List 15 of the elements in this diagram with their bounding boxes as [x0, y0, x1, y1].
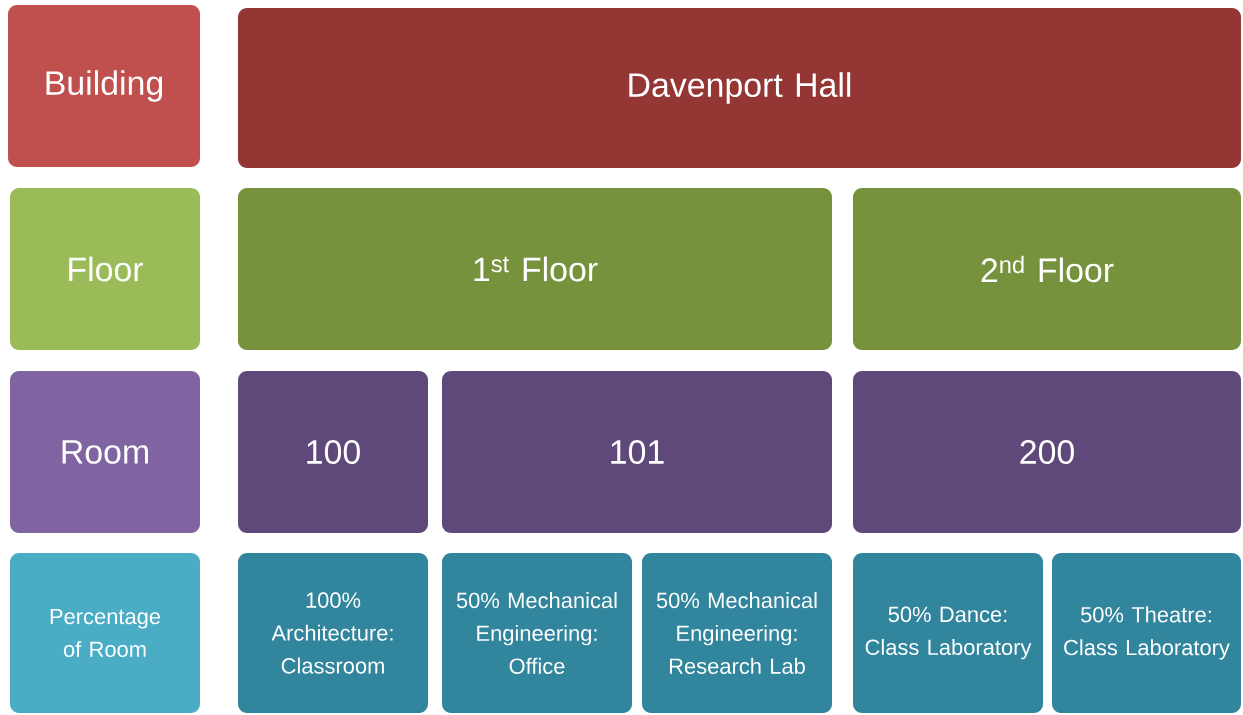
floor-box: 2$^{nd}$ Floor: [853, 188, 1241, 350]
building-box: Davenport Hall: [238, 8, 1241, 168]
category-box: Floor: [10, 188, 200, 350]
room-box: 101: [442, 371, 832, 533]
usage-box: 50% Theatre: Class Laboratory: [1052, 553, 1241, 713]
category-box: Percentage of Room: [10, 553, 200, 713]
room-box: 200: [853, 371, 1241, 533]
room-box: 100: [238, 371, 428, 533]
usage-box: 100% Architecture: Classroom: [238, 553, 428, 713]
usage-box: 50% Dance: Class Laboratory: [853, 553, 1043, 713]
category-box: Building: [8, 5, 200, 167]
category-box: Room: [10, 371, 200, 533]
floor-box: 1$^{st}$ Floor: [238, 188, 832, 350]
usage-box: 50% Mechanical Engineering: Office: [442, 553, 632, 713]
usage-box: 50% Mechanical Engineering: Research Lab: [642, 553, 832, 713]
